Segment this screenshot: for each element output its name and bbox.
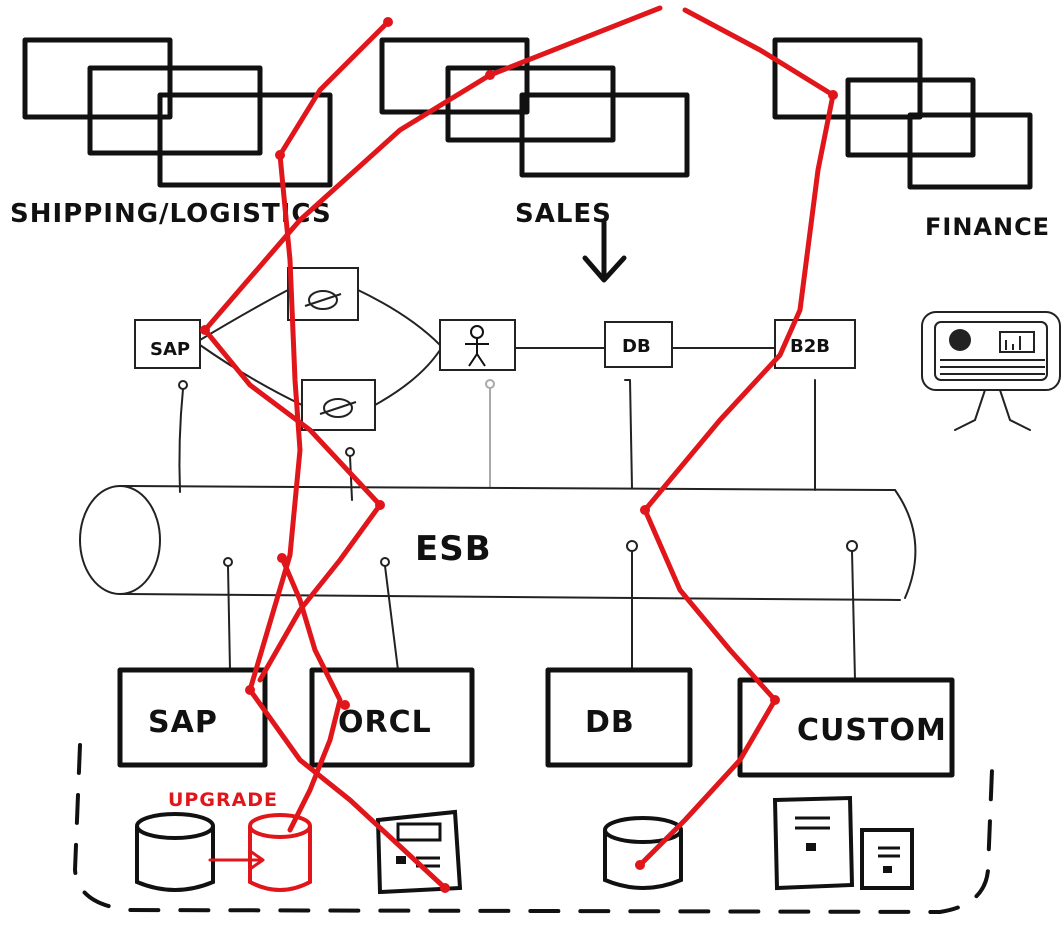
small-server-icon (860, 828, 914, 890)
message-flow-routes (200, 5, 838, 893)
shipping-app-group: SHIPPING/LOGISTICS (10, 37, 333, 229)
orchestration-box-2 (301, 379, 376, 431)
process-icon (304, 290, 342, 310)
backend-custom-box (737, 677, 955, 778)
shipping-window-3 (157, 92, 333, 188)
upgrade-annotation: UPGRADE (168, 789, 278, 811)
finance-window-1 (772, 37, 923, 120)
service-layer: SAP DB B2B (134, 267, 856, 501)
user-service-box (439, 319, 516, 371)
sales-window-1 (379, 37, 530, 115)
upgraded-database-icon (248, 813, 312, 892)
orchestration-box-1 (287, 267, 359, 321)
link-orch1-user (357, 289, 441, 346)
link-sap-orch1 (199, 289, 289, 341)
service-db-box (604, 321, 673, 368)
flow-shipping-to-server (247, 19, 448, 891)
backend-db-box (545, 667, 693, 768)
backend-connectors (223, 540, 858, 681)
server-tower-icon (375, 809, 463, 895)
link-orch2-user (374, 349, 441, 406)
upgrade-arrow-icon (208, 849, 265, 871)
flow-markers (200, 17, 838, 893)
service-b2b-box (774, 319, 856, 369)
database-cylinder-icon (135, 812, 215, 892)
service-db-label: DB (622, 336, 651, 357)
process-icon (319, 398, 357, 418)
esb-label: ESB (415, 529, 492, 569)
user-stick-figure-icon (465, 325, 489, 367)
service-connectors (178, 379, 816, 501)
backend-sap-box (117, 667, 268, 768)
service-b2b-label: B2B (790, 336, 830, 357)
backend-sap-label: SAP (148, 705, 218, 740)
flow-finance-to-db (637, 7, 836, 868)
finance-window-3 (907, 112, 1033, 190)
shipping-window-2 (87, 65, 263, 156)
dashboard-monitor-icon (921, 311, 1061, 431)
sales-app-group: SALES (379, 37, 690, 283)
shipping-label: SHIPPING/LOGISTICS (10, 199, 332, 229)
backend-orcl-box (309, 667, 475, 768)
shipping-window-1 (22, 37, 173, 120)
backend-orcl-label: ORCL (338, 705, 432, 740)
flow-esb-to-orcl (279, 555, 343, 833)
service-sap-box (134, 319, 201, 369)
sales-window-2 (445, 65, 616, 143)
backend-custom-label: CUSTOM (797, 713, 947, 748)
sales-label: SALES (515, 199, 612, 229)
sales-window-3 (519, 92, 690, 178)
infrastructure-boundary (72, 743, 994, 915)
flow-sales-to-sap (202, 5, 663, 683)
database-cylinder-icon (603, 816, 683, 890)
backend-layer: SAP ORCL DB CUSTOM (117, 667, 955, 778)
sales-down-arrow-icon (582, 219, 627, 283)
esb-bus: ESB (79, 485, 917, 601)
server-tower-icon (772, 795, 855, 891)
backend-db-label: DB (585, 705, 635, 740)
finance-label: FINANCE (925, 213, 1050, 241)
service-sap-label: SAP (150, 339, 190, 360)
link-sap-orch2 (199, 344, 303, 406)
finance-app-group: FINANCE (772, 37, 1050, 241)
